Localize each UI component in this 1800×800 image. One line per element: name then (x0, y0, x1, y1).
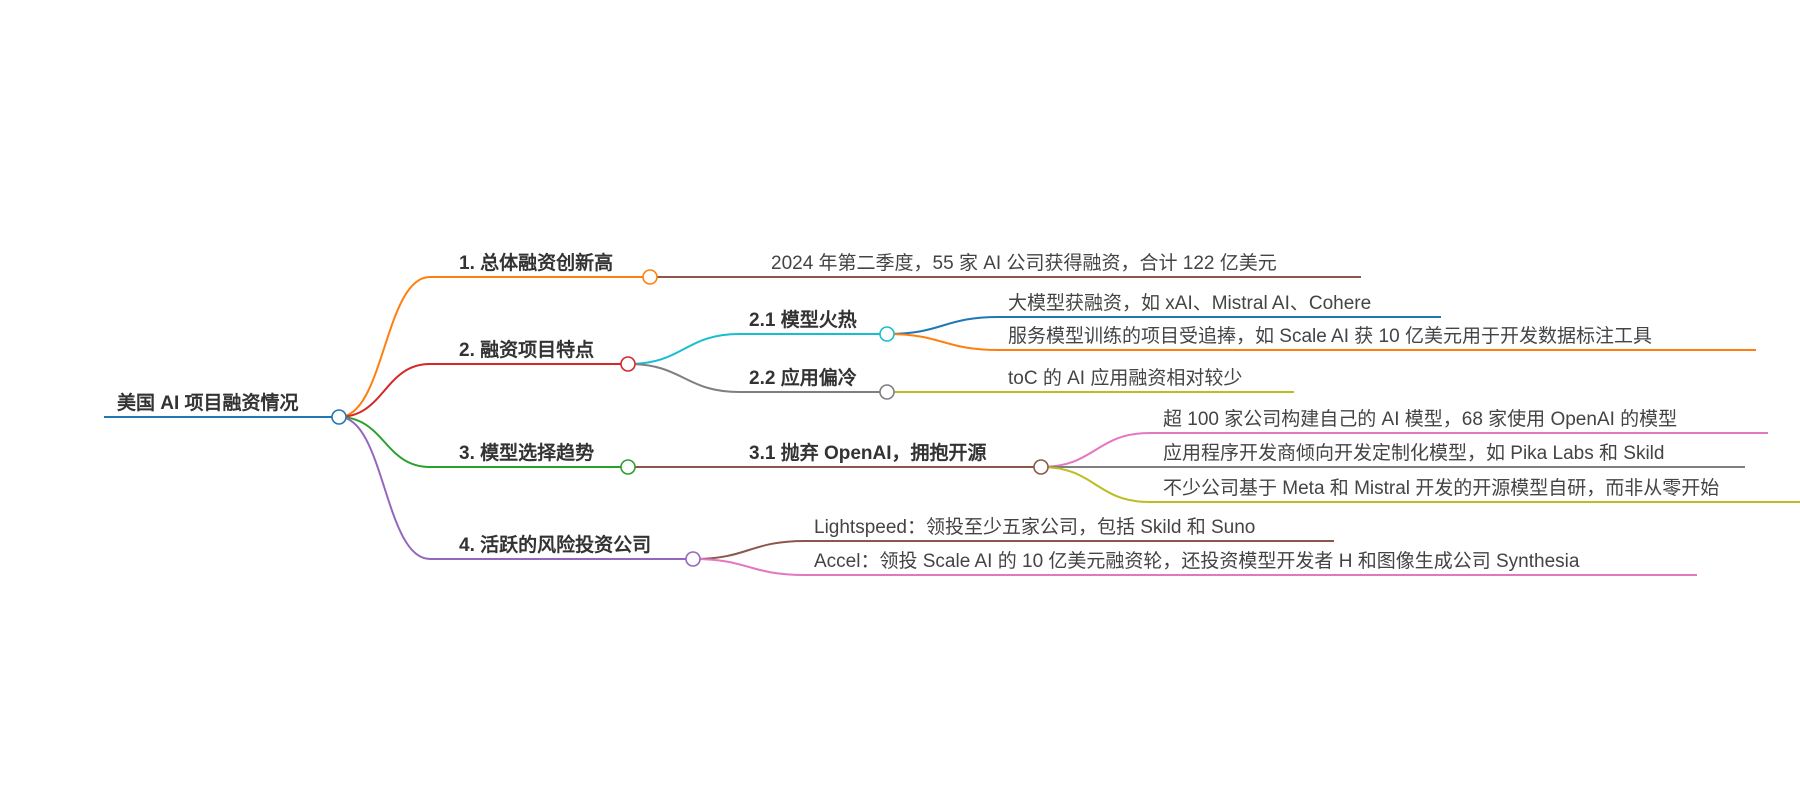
leaf-node-label: toC 的 AI 应用融资相对较少 (1008, 367, 1242, 389)
leaf-node-label: 服务模型训练的项目受追捧，如 Scale AI 获 10 亿美元用于开发数据标注… (1008, 325, 1652, 347)
leaf-connector (886, 316, 1000, 335)
child-connector (692, 558, 806, 576)
leaf-connector (886, 333, 1000, 351)
branch-collapse-toggle[interactable] (685, 551, 701, 567)
leaf-node-label: 不少公司基于 Meta 和 Mistral 开发的开源模型自研，而非从零开始 (1163, 477, 1719, 499)
child-connector (627, 363, 741, 393)
branch-connector (338, 416, 431, 468)
subtopic-node-label: 2.2 应用偏冷 (749, 366, 857, 389)
subtopic-node-label: 2.1 模型火热 (749, 308, 857, 331)
root-collapse-toggle[interactable] (331, 409, 347, 425)
leaf-node-label: 超 100 家公司构建自己的 AI 模型，68 家使用 OpenAI 的模型 (1163, 408, 1677, 430)
branch-node-label: 1. 总体融资创新高 (459, 251, 613, 274)
branch-connector (338, 276, 431, 418)
branch-connector (338, 363, 431, 418)
branch-collapse-toggle[interactable] (620, 356, 636, 372)
leaf-connector (1040, 466, 1151, 503)
branch-connector (338, 416, 431, 560)
branch-collapse-toggle[interactable] (620, 459, 636, 475)
branch-collapse-toggle[interactable] (642, 269, 658, 285)
leaf-node-label: Accel：领投 Scale AI 的 10 亿美元融资轮，还投资模型开发者 H… (814, 550, 1580, 572)
leaf-connector (1040, 432, 1151, 468)
child-connector (692, 540, 806, 560)
subtopic-collapse-toggle[interactable] (1033, 459, 1049, 475)
subtopic-collapse-toggle[interactable] (879, 326, 895, 342)
subtopic-node-label: 3.1 抛弃 OpenAI，拥抱开源 (749, 441, 987, 464)
subtopic-collapse-toggle[interactable] (879, 384, 895, 400)
branch-node-label: 4. 活跃的风险投资公司 (459, 533, 651, 556)
leaf-node-label: 应用程序开发商倾向开发定制化模型，如 Pika Labs 和 Skild (1163, 442, 1664, 464)
child-connector (627, 333, 741, 365)
branch-node-label: 2. 融资项目特点 (459, 338, 594, 361)
branch-node-label: 3. 模型选择趋势 (459, 441, 594, 464)
leaf-node-label: 大模型获融资，如 xAI、Mistral AI、Cohere (1008, 292, 1371, 314)
leaf-node-label: Lightspeed：领投至少五家公司，包括 Skild 和 Suno (814, 516, 1255, 538)
root-node-label: 美国 AI 项目融资情况 (117, 391, 299, 414)
leaf-node-label: 2024 年第二季度，55 家 AI 公司获得融资，合计 122 亿美元 (771, 252, 1277, 274)
